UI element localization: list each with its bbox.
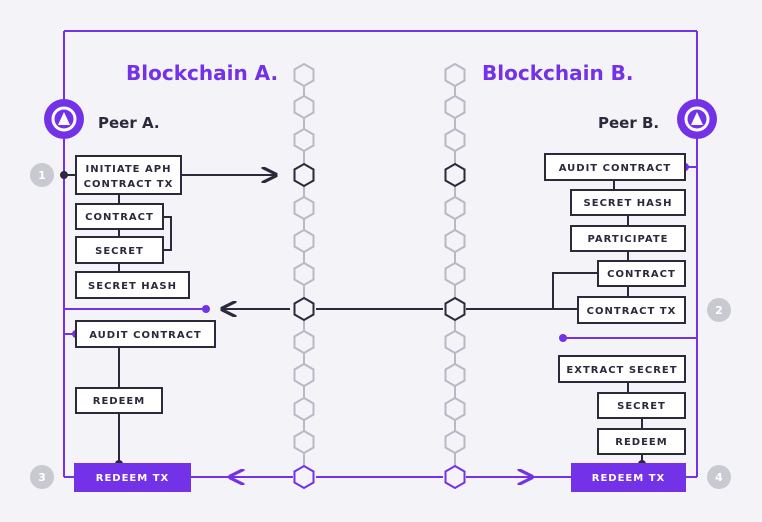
chain-b-block-hex-icon xyxy=(444,228,466,254)
peer-a-label: Peer A. xyxy=(98,114,160,132)
box-redeem-tx-a: REDEEM TX xyxy=(74,463,191,492)
chain-b-block-hex-icon xyxy=(444,195,466,221)
chain-a-block-hex-icon xyxy=(293,62,315,88)
secret-hash-b-label: SECRET HASH xyxy=(584,198,673,209)
chain-b-block-hex-icon xyxy=(444,464,466,490)
chain-a-block-hex-icon xyxy=(293,396,315,422)
box-secret-hash-a: SECRET HASH xyxy=(75,271,190,299)
contract-b-label: CONTRACT xyxy=(607,269,676,280)
box-contract-a: CONTRACT xyxy=(75,203,164,230)
extract-secret-b-label: EXTRACT SECRET xyxy=(566,365,677,376)
chain-a-block-hex-icon xyxy=(293,362,315,388)
blockchain-b-title: Blockchain B. xyxy=(482,61,633,85)
peer-b-label: Peer B. xyxy=(598,114,659,132)
blockchain-a-title: Blockchain A. xyxy=(126,61,278,85)
box-redeem-b: REDEEM xyxy=(597,428,686,455)
chain-a-block-hex-icon xyxy=(293,94,315,120)
chain-a-block-hex-icon xyxy=(293,464,315,490)
box-audit-contract-b: AUDIT CONTRACT xyxy=(544,153,686,181)
peer-b-logo-icon xyxy=(677,99,717,139)
box-extract-secret-b: EXTRACT SECRET xyxy=(558,355,686,383)
box-secret-hash-b: SECRET HASH xyxy=(570,189,686,216)
initiate-label-line1: INITIATE APH xyxy=(86,164,172,175)
audit-contract-a-label: AUDIT CONTRACT xyxy=(89,330,202,341)
contract-tx-b-label: CONTRACT TX xyxy=(587,306,677,317)
box-contract-tx-b: CONTRACT TX xyxy=(577,296,686,324)
chain-a-block-hex-icon xyxy=(293,429,315,455)
audit-contract-b-label: AUDIT CONTRACT xyxy=(559,163,672,174)
step-badge-3: 3 xyxy=(30,465,54,489)
participate-b-label: PARTICIPATE xyxy=(587,234,668,245)
secret-a-label: SECRET xyxy=(95,246,144,257)
chain-a-block-hex-icon xyxy=(293,127,315,153)
box-participate-b: PARTICIPATE xyxy=(570,225,686,252)
box-secret-a: SECRET xyxy=(75,236,164,264)
chain-b-block-hex-icon xyxy=(444,429,466,455)
box-redeem-a: REDEEM xyxy=(75,387,163,414)
chain-b-block-hex-icon xyxy=(444,162,466,188)
chain-b-block-hex-icon xyxy=(444,296,466,322)
step-badge-2: 2 xyxy=(707,298,731,322)
chain-b-block-hex-icon xyxy=(444,261,466,287)
chain-a-block-hex-icon xyxy=(293,195,315,221)
redeem-tx-b-label: REDEEM TX xyxy=(592,473,665,484)
chain-b-block-hex-icon xyxy=(444,94,466,120)
redeem-a-label: REDEEM xyxy=(93,396,145,407)
chain-a-block-hex-icon xyxy=(293,228,315,254)
cross-chain-links xyxy=(222,309,578,477)
chain-a-block-hex-icon xyxy=(293,261,315,287)
peer-a-logo-icon xyxy=(44,99,84,139)
redeem-b-label: REDEEM xyxy=(615,437,667,448)
chain-b-block-hex-icon xyxy=(444,329,466,355)
secret-hash-a-label: SECRET HASH xyxy=(88,281,177,292)
blockchain-a-column xyxy=(293,62,315,490)
step-3-label: 3 xyxy=(38,471,46,484)
chain-b-block-hex-icon xyxy=(444,127,466,153)
box-redeem-tx-b: REDEEM TX xyxy=(571,463,686,492)
chain-b-block-hex-icon xyxy=(444,362,466,388)
chain-a-block-hex-icon xyxy=(293,329,315,355)
chain-a-block-hex-icon xyxy=(293,296,315,322)
redeem-tx-a-label: REDEEM TX xyxy=(96,473,169,484)
box-secret-b: SECRET xyxy=(597,392,686,419)
box-initiate-aph-contract-tx: INITIATE APH CONTRACT TX xyxy=(75,155,182,195)
step-4-label: 4 xyxy=(715,471,723,484)
step-badge-4: 4 xyxy=(707,465,731,489)
step-2-label: 2 xyxy=(715,304,723,317)
initiate-label-line2: CONTRACT TX xyxy=(84,179,174,190)
contract-a-label: CONTRACT xyxy=(85,212,154,223)
box-contract-b: CONTRACT xyxy=(597,260,686,287)
chain-b-block-hex-icon xyxy=(444,396,466,422)
step-badge-1: 1 xyxy=(30,163,54,187)
box-audit-contract-a: AUDIT CONTRACT xyxy=(75,320,216,348)
secret-b-label: SECRET xyxy=(617,401,666,412)
step-1-label: 1 xyxy=(38,169,46,182)
chain-a-block-hex-icon xyxy=(293,162,315,188)
blockchain-b-column xyxy=(444,62,466,490)
chain-b-block-hex-icon xyxy=(444,62,466,88)
